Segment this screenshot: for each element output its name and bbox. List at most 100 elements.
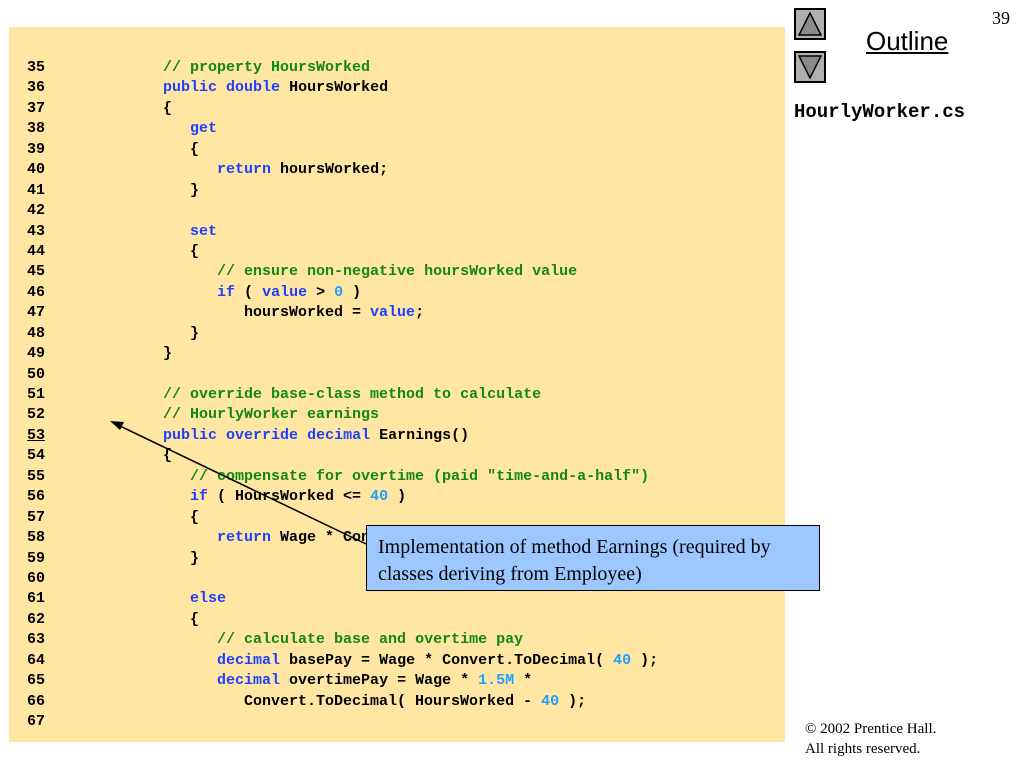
code-text: [217, 79, 226, 96]
code-text: [109, 284, 217, 301]
copyright-line-1: © 2002 Prentice Hall.: [805, 721, 937, 737]
code-text: (: [235, 283, 263, 301]
code-text: [109, 590, 190, 607]
code-line: 46 if ( value > 0 ): [27, 283, 658, 303]
line-number: 45: [27, 263, 46, 281]
line-number: 64: [27, 651, 46, 669]
previous-slide-button[interactable]: [794, 8, 826, 40]
copyright-line-2: All rights reserved.: [805, 741, 921, 757]
code-text: [298, 427, 307, 444]
code-text: [109, 386, 163, 403]
line-number: 43: [27, 222, 46, 240]
next-slide-button[interactable]: [794, 51, 826, 83]
code-text: );: [559, 692, 587, 710]
code-text: [109, 488, 190, 505]
line-number: 51: [27, 386, 46, 403]
line-number: 56: [27, 488, 46, 506]
code-text: [109, 406, 163, 423]
code-line: 55 // compensate for overtime (paid "tim…: [27, 467, 658, 487]
code-keyword: if: [217, 283, 236, 301]
code-line: 39 {: [27, 140, 658, 160]
line-number: 37: [27, 99, 46, 117]
code-text: [109, 631, 217, 648]
code-comment: // property HoursWorked: [163, 59, 371, 76]
line-number: 46: [27, 283, 46, 301]
code-text: [109, 79, 163, 96]
code-text: {: [109, 447, 173, 465]
code-line: 59 }: [27, 549, 658, 569]
line-number: 35: [27, 59, 46, 76]
code-text: *: [514, 672, 533, 690]
code-text: [109, 672, 217, 689]
code-line: 61 else: [27, 589, 658, 609]
code-text: {: [109, 140, 200, 158]
line-number: 66: [27, 692, 46, 710]
code-text: [109, 427, 163, 444]
copyright-notice: © 2002 Prentice Hall. All rights reserve…: [805, 719, 936, 759]
line-number: 54: [27, 447, 46, 465]
line-number: 38: [27, 120, 46, 138]
code-keyword: set: [190, 222, 218, 240]
code-line: 60: [27, 569, 658, 589]
page-number: 39: [992, 8, 1010, 28]
line-number: 36: [27, 79, 46, 97]
code-line: 47 hoursWorked = value;: [27, 303, 658, 323]
line-number: 52: [27, 406, 46, 424]
line-number: 39: [27, 140, 46, 158]
code-text: {: [109, 610, 200, 628]
code-keyword: value: [262, 283, 308, 301]
code-text: );: [631, 651, 659, 669]
code-line: 53 public override decimal Earnings(): [27, 426, 658, 446]
code-text: ;: [415, 304, 425, 322]
code-comment: // override base-class method to calcula…: [163, 386, 542, 403]
code-keyword: return: [217, 161, 272, 179]
line-number: 58: [27, 529, 46, 547]
code-number: 40: [541, 692, 560, 710]
file-title: HourlyWorker.cs: [794, 101, 966, 123]
code-number: 40: [613, 651, 632, 669]
code-line: 62 {: [27, 610, 658, 630]
code-keyword: double: [226, 79, 281, 97]
triangle-down-icon: [798, 55, 822, 79]
code-keyword: public: [163, 426, 218, 444]
code-line: 37 {: [27, 99, 658, 119]
line-number: 50: [27, 365, 46, 383]
code-keyword: get: [190, 120, 218, 138]
code-text: }: [109, 345, 173, 363]
code-text: >: [307, 283, 335, 301]
code-line: 43 set: [27, 222, 658, 242]
line-number: 63: [27, 631, 46, 649]
code-text: ( HoursWorked <=: [208, 488, 371, 506]
code-keyword: return: [217, 529, 272, 547]
code-comment: // ensure non-negative hoursWorked value: [217, 263, 578, 281]
code-line: 65 decimal overtimePay = Wage * 1.5M *: [27, 671, 658, 691]
code-line: 44 {: [27, 242, 658, 262]
code-text: [109, 529, 217, 546]
code-line: 54 {: [27, 446, 658, 466]
code-line: 51 // override base-class method to calc…: [27, 385, 658, 405]
code-line: 35 // property HoursWorked: [27, 58, 658, 78]
code-text: ): [388, 488, 407, 506]
line-number: 48: [27, 324, 46, 342]
code-keyword: if: [190, 488, 209, 506]
annotation-callout: Implementation of method Earnings (requi…: [366, 525, 820, 591]
code-line: 64 decimal basePay = Wage * Convert.ToDe…: [27, 651, 658, 671]
line-number: 41: [27, 181, 46, 199]
line-number: 61: [27, 590, 46, 608]
code-text: [109, 468, 190, 485]
code-text: Convert.ToDecimal( HoursWorked -: [109, 692, 542, 710]
code-text: }: [109, 549, 200, 567]
line-number: 67: [27, 713, 46, 730]
code-text: [109, 263, 217, 280]
line-number: 59: [27, 549, 46, 567]
code-text: [109, 120, 190, 137]
code-keyword: decimal: [217, 672, 281, 690]
code-number: 1.5M: [478, 672, 515, 690]
line-number: 65: [27, 672, 46, 690]
code-keyword: decimal: [307, 426, 371, 444]
code-line: 63 // calculate base and overtime pay: [27, 630, 658, 650]
line-number: 62: [27, 610, 46, 628]
outline-link[interactable]: Outline: [866, 26, 949, 56]
code-line: 48 }: [27, 324, 658, 344]
